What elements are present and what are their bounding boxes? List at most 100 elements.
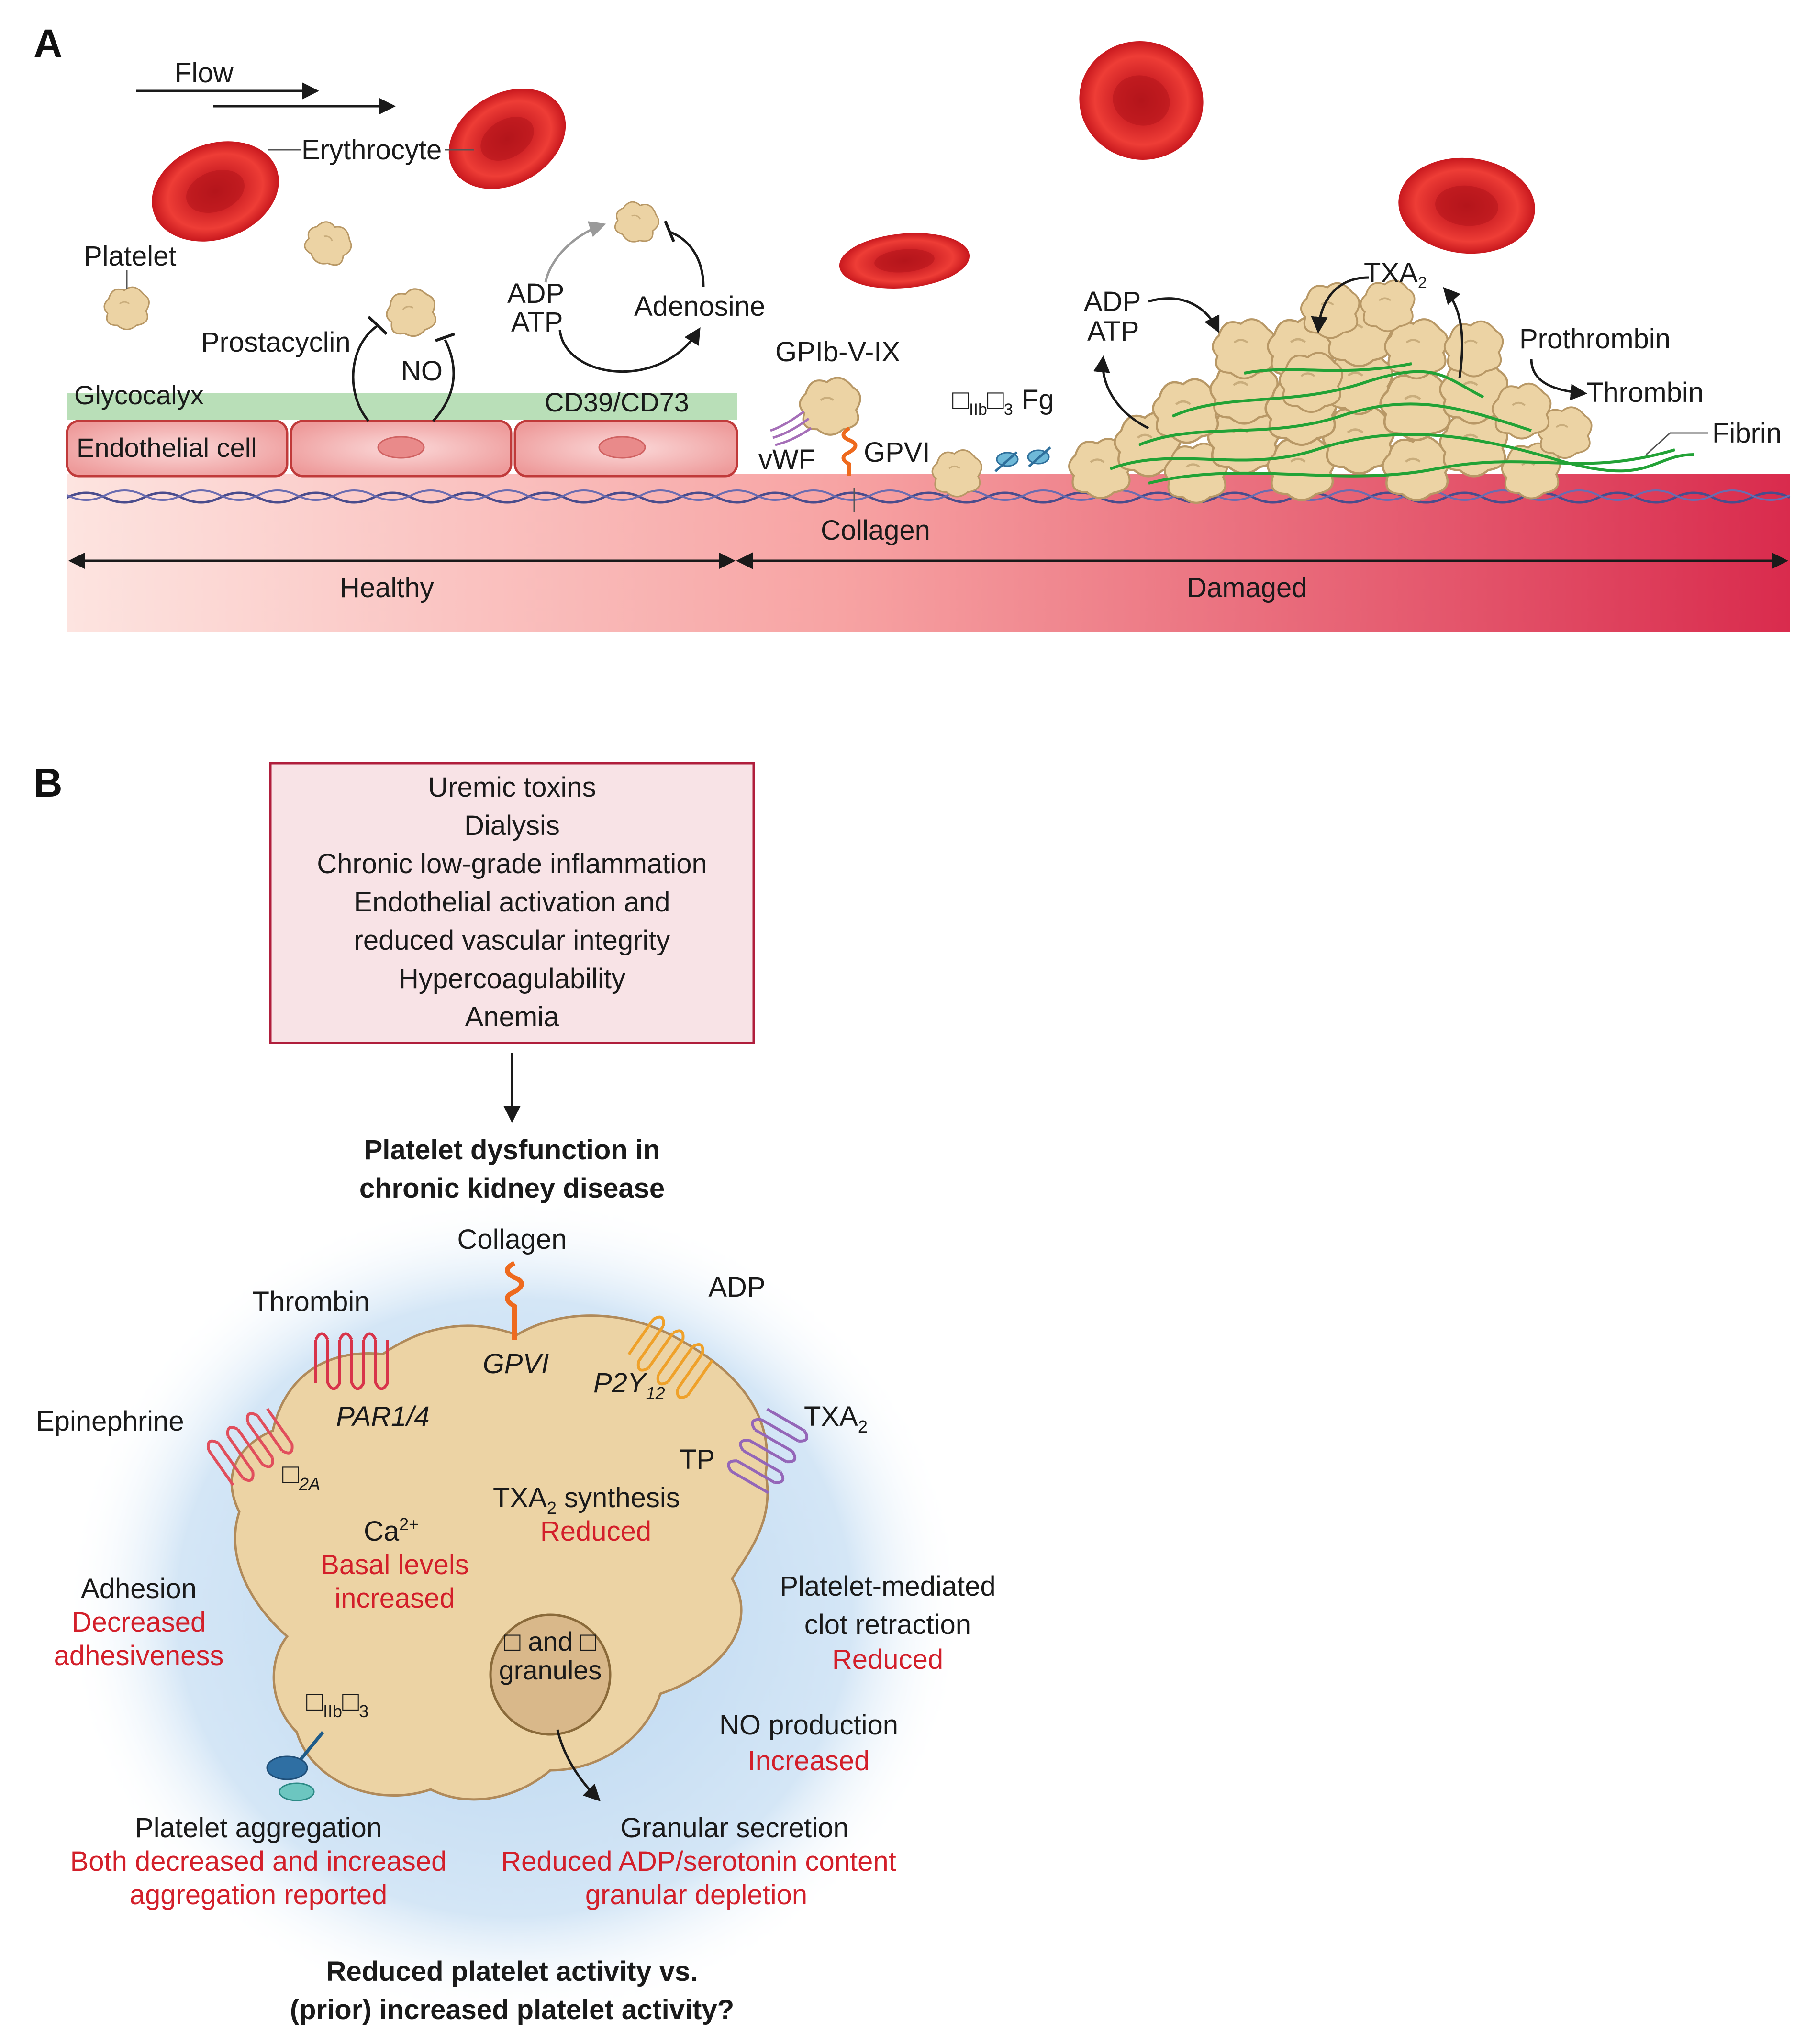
alpha2a-label: □2A	[282, 1458, 320, 1494]
nucleus-icon	[598, 436, 646, 459]
panel-a-letter: A	[33, 21, 63, 66]
adenosine-label: Adenosine	[634, 291, 765, 322]
risk-factor-list: Uremic toxins Dialysis Chronic low-grade…	[317, 772, 707, 1033]
adhesion-label: Adhesion	[81, 1573, 197, 1604]
calcium-label: Ca2+	[364, 1514, 419, 1547]
erythrocyte-icon	[837, 228, 972, 294]
p2y12-label: P2Y12	[593, 1367, 665, 1403]
cd39-cd73-label: CD39/CD73	[545, 387, 689, 417]
vwf-label: vWF	[758, 444, 815, 475]
panel-a: A Glycocalyx Endothelial cell CD39/CD73 …	[33, 21, 1791, 632]
endothelial-cell-label: Endothelial cell	[77, 433, 257, 463]
secretion-label: Granular secretion	[620, 1812, 848, 1844]
gpvi-receptor-icon	[841, 426, 858, 476]
no-inhibition-arrow	[432, 339, 455, 422]
txa2-release-arrow	[1443, 287, 1464, 378]
calcium-status-line2: increased	[334, 1583, 455, 1614]
erythrocyte-icon	[430, 68, 584, 210]
prostacyclin-inhibition-arrow	[352, 324, 379, 422]
epinephrine-label: Epinephrine	[36, 1406, 184, 1437]
thrombin-conversion-arrow	[1530, 358, 1587, 400]
adp-feedback-arrow	[1093, 355, 1149, 430]
platelet-label: Platelet	[84, 241, 176, 272]
glycocalyx-layer	[67, 393, 737, 420]
txa2-label: TXA2	[1364, 257, 1427, 292]
adp-label-2: ADP	[1084, 286, 1141, 317]
question-line2: (prior) increased platelet activity?	[290, 1994, 734, 2025]
risk-factor-item: Anemia	[465, 1001, 559, 1033]
clot-retraction-line1: Platelet-mediated	[780, 1571, 995, 1602]
integrin-b-label: □IIb□3	[306, 1686, 368, 1721]
collagen-fiber-2	[67, 489, 1790, 501]
atp-label-2: ATP	[1087, 316, 1139, 347]
granule-icon	[489, 1613, 612, 1736]
txa2-synthesis-label: TXA2 synthesis	[493, 1482, 680, 1518]
adp-release-arrow	[1148, 297, 1220, 333]
risk-factor-item: reduced vascular integrity	[354, 925, 670, 956]
secretion-status-line2: granular depletion	[585, 1879, 807, 1911]
txa2-b-label: TXA2	[804, 1401, 868, 1436]
aggregation-status-line2: aggregation reported	[130, 1879, 388, 1911]
adhesion-status-line2: adhesiveness	[54, 1640, 224, 1671]
gpvi-b-label: GPVI	[483, 1348, 549, 1379]
aggregation-label: Platelet aggregation	[135, 1812, 382, 1844]
collagen-label: Collagen	[821, 515, 930, 546]
erythrocyte-icon	[137, 124, 293, 259]
inhibition-bar	[435, 333, 455, 342]
risk-factor-item: Hypercoagulability	[399, 963, 625, 994]
inhibition-bar	[664, 220, 675, 243]
nucleus-icon	[377, 436, 425, 459]
aggregation-status-line1: Both decreased and increased	[70, 1846, 447, 1877]
risk-factor-box	[269, 762, 755, 1044]
collagen-b-label: Collagen	[457, 1224, 567, 1255]
secretion-status-line1: Reduced ADP/serotonin content	[501, 1846, 896, 1877]
panel-b-letter: B	[33, 760, 63, 805]
glycocalyx-label: Glycocalyx	[74, 380, 204, 410]
gpib-label: GPIb-V-IX	[775, 336, 900, 367]
dysfunction-title-line2: chronic kidney disease	[359, 1173, 665, 1204]
granule-label-line1: □ and □	[504, 1626, 596, 1656]
fibrinogen-icon	[1028, 446, 1051, 467]
adp-label: ADP	[507, 278, 564, 309]
platelet-activation-arrow	[544, 221, 606, 283]
risk-factor-item: Endothelial activation and	[354, 887, 670, 918]
par-label: PAR1/4	[336, 1401, 430, 1432]
fg-label: Fg	[1022, 384, 1054, 415]
platelet-icon	[931, 449, 982, 498]
gpvi-label: GPVI	[864, 437, 930, 468]
damaged-label: Damaged	[1187, 572, 1307, 603]
platelet-icon	[103, 286, 150, 330]
fibrin-label: Fibrin	[1712, 418, 1782, 449]
platelet-icon	[609, 195, 664, 249]
platelet-icon	[297, 213, 359, 274]
no-label: NO	[401, 355, 443, 387]
inhibition-bar	[367, 315, 388, 335]
prostacyclin-label: Prostacyclin	[201, 327, 351, 358]
collagen-fiber	[66, 491, 1791, 504]
secretion-arrow	[556, 1729, 601, 1801]
integrin-head-icon	[266, 1755, 308, 1780]
thrombin-label: Thrombin	[1586, 377, 1704, 408]
healthy-label: Healthy	[340, 572, 434, 603]
integrin-label: □IIb□3	[952, 384, 1013, 419]
adenosine-inhibition-arrow	[669, 231, 705, 288]
clot-retraction-line2: clot retraction	[804, 1609, 971, 1640]
risk-factor-item: Uremic toxins	[428, 772, 596, 803]
calcium-status-line1: Basal levels	[321, 1549, 468, 1580]
thrombin-b-label: Thrombin	[253, 1286, 370, 1317]
clot-retraction-status: Reduced	[832, 1644, 943, 1675]
risk-factor-item: Chronic low-grade inflammation	[317, 848, 707, 879]
tp-label: TP	[680, 1444, 715, 1475]
p2y12-receptor-icon	[627, 1315, 713, 1399]
txa2-synthesis-status: Reduced	[540, 1516, 651, 1547]
erythrocyte-icon	[1066, 27, 1217, 174]
panel-b: B Uremic toxins Dialysis Chronic low-gra…	[33, 760, 996, 2025]
dysfunction-title-line1: Platelet dysfunction in	[364, 1134, 660, 1166]
gpvi-receptor-icon	[505, 1261, 524, 1340]
platelet-icon	[382, 285, 441, 341]
par-receptor-icon	[314, 1332, 389, 1390]
granule-label-line2: granules	[499, 1655, 602, 1685]
question-line1: Reduced platelet activity vs.	[326, 1956, 698, 1987]
txa2-feedback-arrow	[1311, 276, 1369, 333]
